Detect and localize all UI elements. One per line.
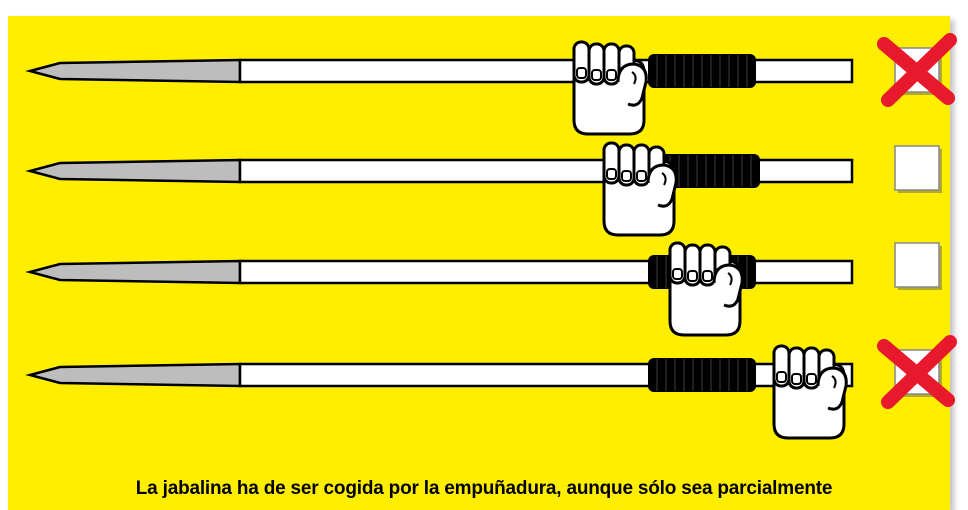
checkbox-icon bbox=[894, 145, 943, 194]
checkbox-icon bbox=[894, 242, 943, 291]
fist-icon bbox=[572, 40, 648, 136]
fist-icon bbox=[668, 241, 744, 337]
grip-wrap-4 bbox=[647, 357, 757, 393]
rule-caption: La jabalina ha de ser cogida por la empu… bbox=[135, 478, 833, 499]
javelin-row-3 bbox=[28, 241, 943, 337]
fist-icon bbox=[602, 141, 678, 237]
fist-icon bbox=[772, 344, 848, 440]
javelin-row-2 bbox=[28, 141, 943, 237]
grip-wrap-1 bbox=[647, 53, 757, 89]
javelin-row-1 bbox=[28, 40, 950, 136]
javelin-row-4 bbox=[28, 342, 950, 440]
